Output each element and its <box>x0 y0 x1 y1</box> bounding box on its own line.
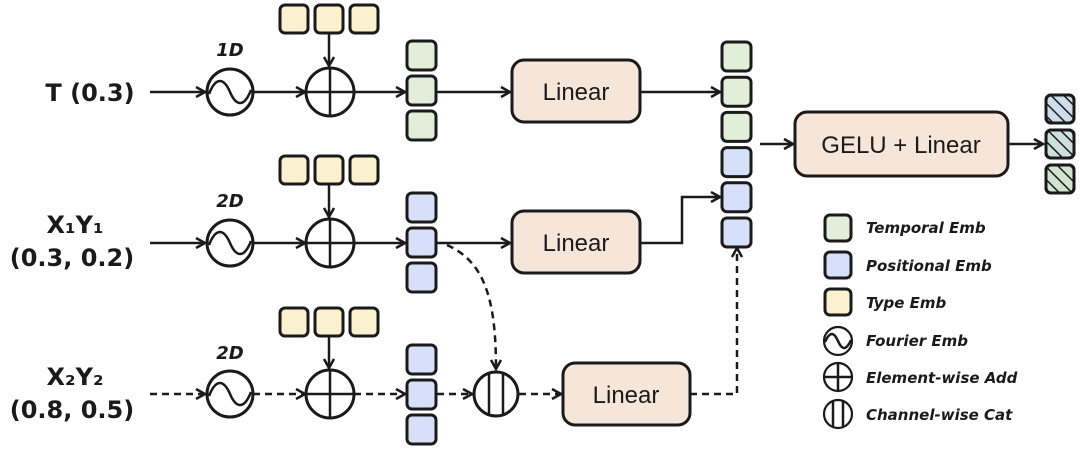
type-emb-block <box>313 306 345 338</box>
type-emb-row-1 <box>278 3 380 35</box>
linear-box-mid-label: Linear <box>543 230 610 257</box>
concat-positional-block <box>720 146 753 179</box>
legend-label-type: Type Emb <box>866 294 947 312</box>
linear-box-top-label: Linear <box>543 79 610 106</box>
legend-item-positional: Positional Emb <box>823 250 992 280</box>
elementwise-add-3 <box>304 368 356 420</box>
positional-emb-block <box>405 191 438 224</box>
positional-emb-stack-2 <box>405 343 438 446</box>
elementwise-add-2 <box>304 217 356 269</box>
type-emb-block <box>348 306 380 338</box>
output-block-3 <box>1044 163 1076 195</box>
type-emb-row-2 <box>278 154 380 186</box>
output-block-1 <box>1044 93 1076 125</box>
positional-emb-block <box>405 413 438 446</box>
type-emb-block <box>313 3 345 35</box>
temporal-emb-block <box>405 39 438 72</box>
type-emb-block <box>313 154 345 186</box>
linear-box-bot-label: Linear <box>593 382 660 409</box>
temporal-emb-block <box>405 109 438 142</box>
legend-label-temporal: Temporal Emb <box>866 219 986 237</box>
sine-icon <box>207 79 253 105</box>
fourier-dim-label-1: 1D <box>216 40 244 61</box>
sine-icon <box>207 230 253 256</box>
type-emb-block <box>278 154 310 186</box>
input-label-xy2: X₂Y₂ <box>47 363 104 391</box>
elementwise-add-1 <box>304 66 356 118</box>
fourier-emb-1 <box>205 67 255 117</box>
legend-label-positional: Positional Emb <box>866 257 992 275</box>
fourier-emb-3 <box>205 369 255 419</box>
concat-positional-block <box>720 216 753 249</box>
type-emb-block <box>348 3 380 35</box>
concat-temporal-block <box>720 40 753 73</box>
linear-box-mid: Linear <box>510 209 642 275</box>
channelwise-cat <box>472 370 520 418</box>
input-label-t: T (0.3) <box>45 79 134 107</box>
input-coord-xy2: (0.8, 0.5) <box>10 396 134 424</box>
gelu-linear-box-label: GELU + Linear <box>821 132 980 159</box>
concat-stack <box>720 40 753 249</box>
output-block-2 <box>1044 128 1076 160</box>
arrow-stack2-to-cat-curve <box>446 243 496 369</box>
positional-emb-block <box>405 343 438 376</box>
fourier-emb-2 <box>205 218 255 268</box>
legend: Temporal Emb Positional Emb Type Emb Fou… <box>822 213 1018 430</box>
linear-box-bot: Linear <box>561 361 692 427</box>
type-emb-block <box>278 306 310 338</box>
fourier-dim-label-2: 2D <box>216 191 244 212</box>
cat-icon <box>822 398 854 430</box>
linear-box-top: Linear <box>510 58 642 124</box>
legend-label-add: Element-wise Add <box>866 369 1018 387</box>
legend-item-fourier: Fourier Emb <box>822 325 968 357</box>
legend-item-temporal: Temporal Emb <box>823 213 986 243</box>
concat-temporal-block <box>720 110 753 143</box>
legend-label-fourier: Fourier Emb <box>866 332 968 350</box>
type-emb-block <box>348 154 380 186</box>
input-coord-xy1: (0.3, 0.2) <box>10 244 134 272</box>
legend-item-type: Type Emb <box>823 287 947 317</box>
positional-emb-stack-1 <box>405 191 438 294</box>
positional-emb-block <box>405 378 438 411</box>
legend-item-cat: Channel-wise Cat <box>822 398 1013 430</box>
fourier-dim-label-3: 2D <box>216 343 244 364</box>
arrow-linear2-to-concat <box>640 197 720 245</box>
positional-emb-block <box>405 261 438 294</box>
positional-emb-block <box>405 226 438 259</box>
type-emb-block <box>278 3 310 35</box>
temporal-emb-stack <box>405 39 438 142</box>
concat-temporal-block <box>720 75 753 108</box>
input-label-xy1: X₁Y₁ <box>47 211 104 239</box>
legend-label-cat: Channel-wise Cat <box>866 406 1013 424</box>
temporal-emb-block <box>405 74 438 107</box>
gelu-linear-box: GELU + Linear <box>793 110 1010 178</box>
type-emb-row-3 <box>278 306 380 338</box>
sine-icon <box>207 381 253 407</box>
legend-item-add: Element-wise Add <box>822 361 1018 393</box>
concat-positional-block <box>720 181 753 214</box>
arrow-linear3-to-concat <box>690 248 737 396</box>
